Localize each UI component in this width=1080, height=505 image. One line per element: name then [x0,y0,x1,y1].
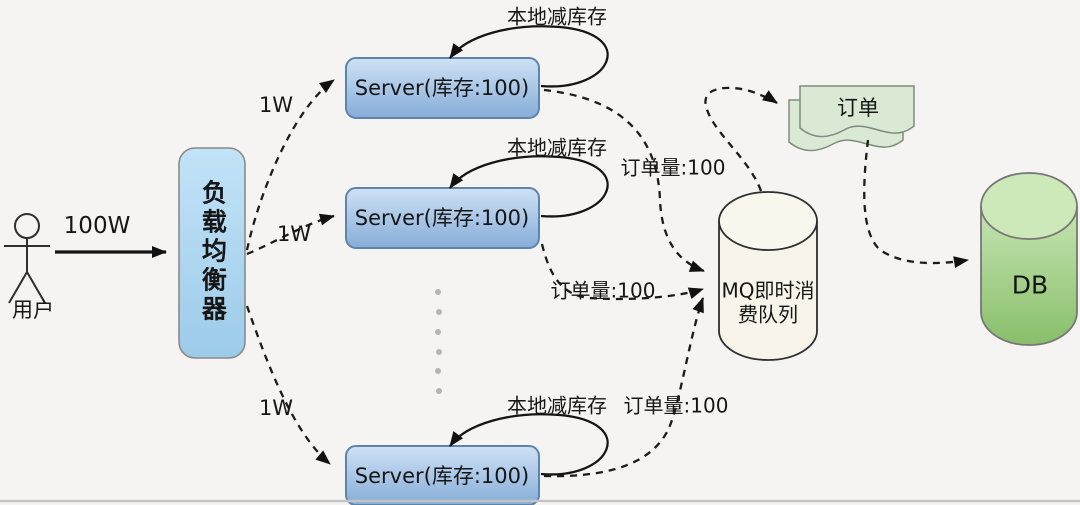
server-middle-label: Server(库存:100) [354,205,530,230]
self-loop-middle-arrow [449,155,609,218]
self-loop-arrows [449,25,609,476]
lb-to-server-top-arrow [245,79,335,251]
server-bottom-label: Server(库存:100) [354,463,530,488]
order-document [788,85,915,152]
more-servers-ellipsis-icon [435,289,442,394]
server-middle-to-mq-arrow [540,243,704,301]
server-box-bottom [345,445,540,505]
mq-label-line2: 费队列 [738,302,798,327]
load-balancer-label: 负载均衡器 [198,179,228,325]
lb-to-server-bottom-arrow [245,305,331,465]
order-document-front-sheet [799,85,915,138]
load-balancer-box [178,147,246,359]
mq-label-line1: MQ即时消 [721,278,815,303]
mq-cylinder [718,191,818,361]
database-label: DB [1011,270,1049,300]
db-cylinder [980,172,1078,346]
order-volume-bottom-label: 订单量:100 [623,393,729,418]
order-volume-middle-label: 订单量:100 [550,278,656,303]
server-to-mq-arrows [540,88,705,478]
per-server-traffic-middle-label: 1W [276,221,312,246]
per-server-traffic-bottom-label: 1W [258,395,294,420]
server-box-top [345,57,540,119]
self-loop-bottom-arrow [449,413,609,476]
server-top-label: Server(库存:100) [354,75,530,100]
incoming-traffic-label: 100W [63,212,131,239]
self-loop-middle-label: 本地减库存 [507,135,607,160]
self-loop-top-arrow [449,25,609,88]
per-server-traffic-top-label: 1W [258,92,294,117]
user-label: 用户 [12,297,54,322]
server-top-to-mq-arrow [543,88,705,273]
server-box-middle [345,187,540,249]
order-to-db-arrow [863,139,969,269]
mq-to-order-arrow [704,86,778,192]
order-document-label: 订单 [837,95,879,120]
user-figure-icon [4,213,50,304]
lb-to-server-arrows [245,79,335,465]
server-boxes [345,57,540,505]
self-loop-bottom-label: 本地减库存 [507,393,607,418]
order-volume-top-label: 订单量:100 [620,155,726,180]
self-loop-top-label: 本地减库存 [507,4,607,29]
server-bottom-to-mq-arrow [543,297,705,478]
